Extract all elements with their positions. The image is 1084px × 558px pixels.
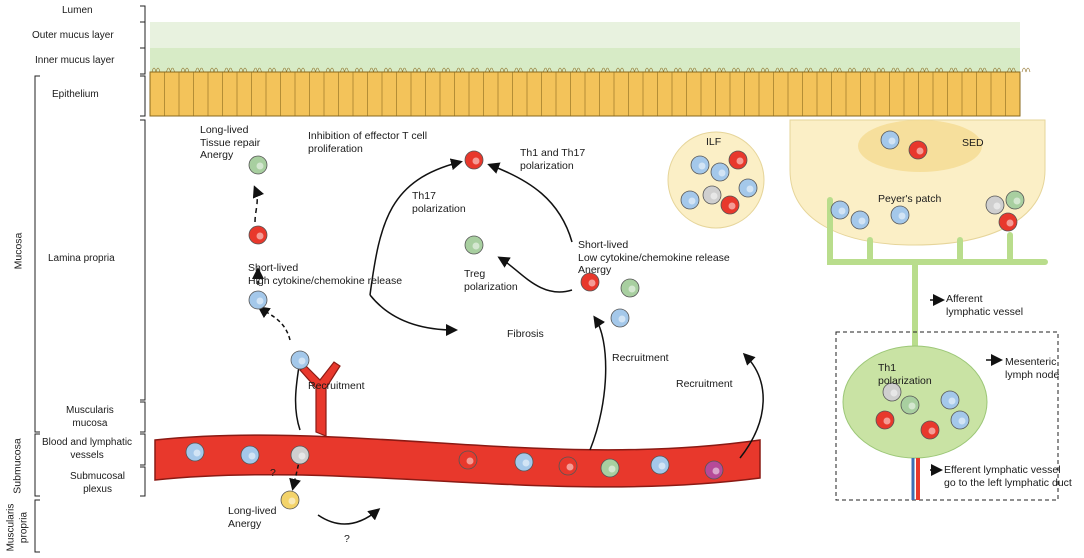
text-treg: Treg polarization (464, 268, 518, 293)
text-mesenteric: Mesenteric lymph node (1005, 356, 1060, 381)
cell-nucleus (890, 389, 898, 397)
text-th17: Th17 polarization (412, 190, 466, 215)
text-short-lived-high: Short-lived High cytokine/chemokine rele… (248, 262, 403, 287)
outer-mucus-band (150, 22, 1020, 48)
label-epithelium: Epithelium (52, 89, 99, 100)
cell-nucleus (858, 217, 866, 225)
cell-nucleus (566, 463, 574, 471)
layer-brackets (34, 5, 146, 553)
cell-nucleus (298, 452, 306, 460)
cell-nucleus (958, 417, 966, 425)
cell-nucleus (618, 315, 626, 323)
label-muscularis-propria: Muscularis propria (5, 503, 29, 552)
text-recruitment-right: Recruitment (676, 378, 733, 390)
cell-nucleus (728, 202, 736, 210)
text-recruitment-mid: Recruitment (612, 352, 669, 364)
cell-nucleus (522, 459, 530, 467)
text-long-lived-anergy: Long-lived Anergy (228, 505, 277, 530)
lymphatic-vessels (827, 197, 1048, 423)
cell-nucleus (838, 207, 846, 215)
cell-nucleus (472, 157, 480, 165)
cell-nucleus (898, 212, 906, 220)
cell-nucleus (712, 467, 720, 475)
text-question-2: ? (344, 533, 350, 545)
text-inhibition: Inhibition of effector T cell proliferat… (308, 130, 428, 155)
cell-nucleus (928, 427, 936, 435)
text-short-lived-low: Short-lived Low cytokine/chemokine relea… (578, 239, 730, 276)
cell-nucleus (888, 137, 896, 145)
cell-nucleus (948, 397, 956, 405)
text-fibrosis: Fibrosis (507, 328, 544, 340)
text-sed: SED (962, 137, 984, 149)
cell-nucleus (883, 417, 891, 425)
label-submucosa: Submucosa (11, 438, 24, 494)
text-question-1: ? (270, 467, 276, 479)
cell-nucleus (472, 242, 480, 250)
cell-nucleus (588, 279, 596, 287)
inner-mucus-band (150, 48, 1020, 74)
mesenteric-box (835, 331, 1059, 501)
cell-nucleus (248, 452, 256, 460)
text-recruitment-left: Recruitment (308, 380, 365, 392)
cell-nucleus (288, 497, 296, 505)
cell-nucleus (608, 465, 616, 473)
text-long-lived-repair: Long-lived Tissue repair Anergy (200, 124, 261, 161)
label-outer-mucus: Outer mucus layer (32, 30, 114, 41)
cell-nucleus (908, 402, 916, 410)
text-th1-th17: Th1 and Th17 polarization (520, 147, 586, 172)
cell-nucleus (916, 147, 924, 155)
cell-nucleus (746, 185, 754, 193)
text-peyers-patch: Peyer's patch (878, 193, 942, 205)
cell-nucleus (658, 462, 666, 470)
epithelium-row (149, 67, 1031, 117)
text-th1: Th1 polarization (878, 362, 932, 387)
label-inner-mucus: Inner mucus layer (35, 55, 115, 66)
label-blood-lymph: Blood and lymphatic vessels (42, 437, 133, 461)
cell-nucleus (298, 357, 306, 365)
label-mucosa: Mucosa (12, 232, 25, 270)
label-lumen: Lumen (62, 5, 93, 16)
immune-cells (185, 130, 1025, 510)
cell-nucleus (718, 169, 726, 177)
cell-nucleus (698, 162, 706, 170)
cell-nucleus (710, 192, 718, 200)
text-afferent: Afferent lymphatic vessel (946, 293, 1024, 318)
label-lamina-propria: Lamina propria (48, 253, 115, 264)
cell-nucleus (993, 202, 1001, 210)
cell-nucleus (256, 297, 264, 305)
cell-nucleus (628, 285, 636, 293)
text-ilf: ILF (706, 136, 722, 148)
cell-nucleus (193, 449, 201, 457)
vessel-branch (299, 361, 341, 437)
label-muscularis-mucosa: Muscularis mucosa (66, 405, 114, 429)
cell-nucleus (256, 232, 264, 240)
cell-nucleus (1013, 197, 1021, 205)
text-efferent: Efferent lymphatic vessel go to the left… (944, 464, 1072, 489)
cell-nucleus (466, 457, 474, 465)
cell-nucleus (736, 157, 744, 165)
cell-nucleus (256, 162, 264, 170)
cell-nucleus (688, 197, 696, 205)
cell-nucleus (1006, 219, 1014, 227)
label-submucosal-plexus: Submucosal plexus (70, 471, 126, 495)
